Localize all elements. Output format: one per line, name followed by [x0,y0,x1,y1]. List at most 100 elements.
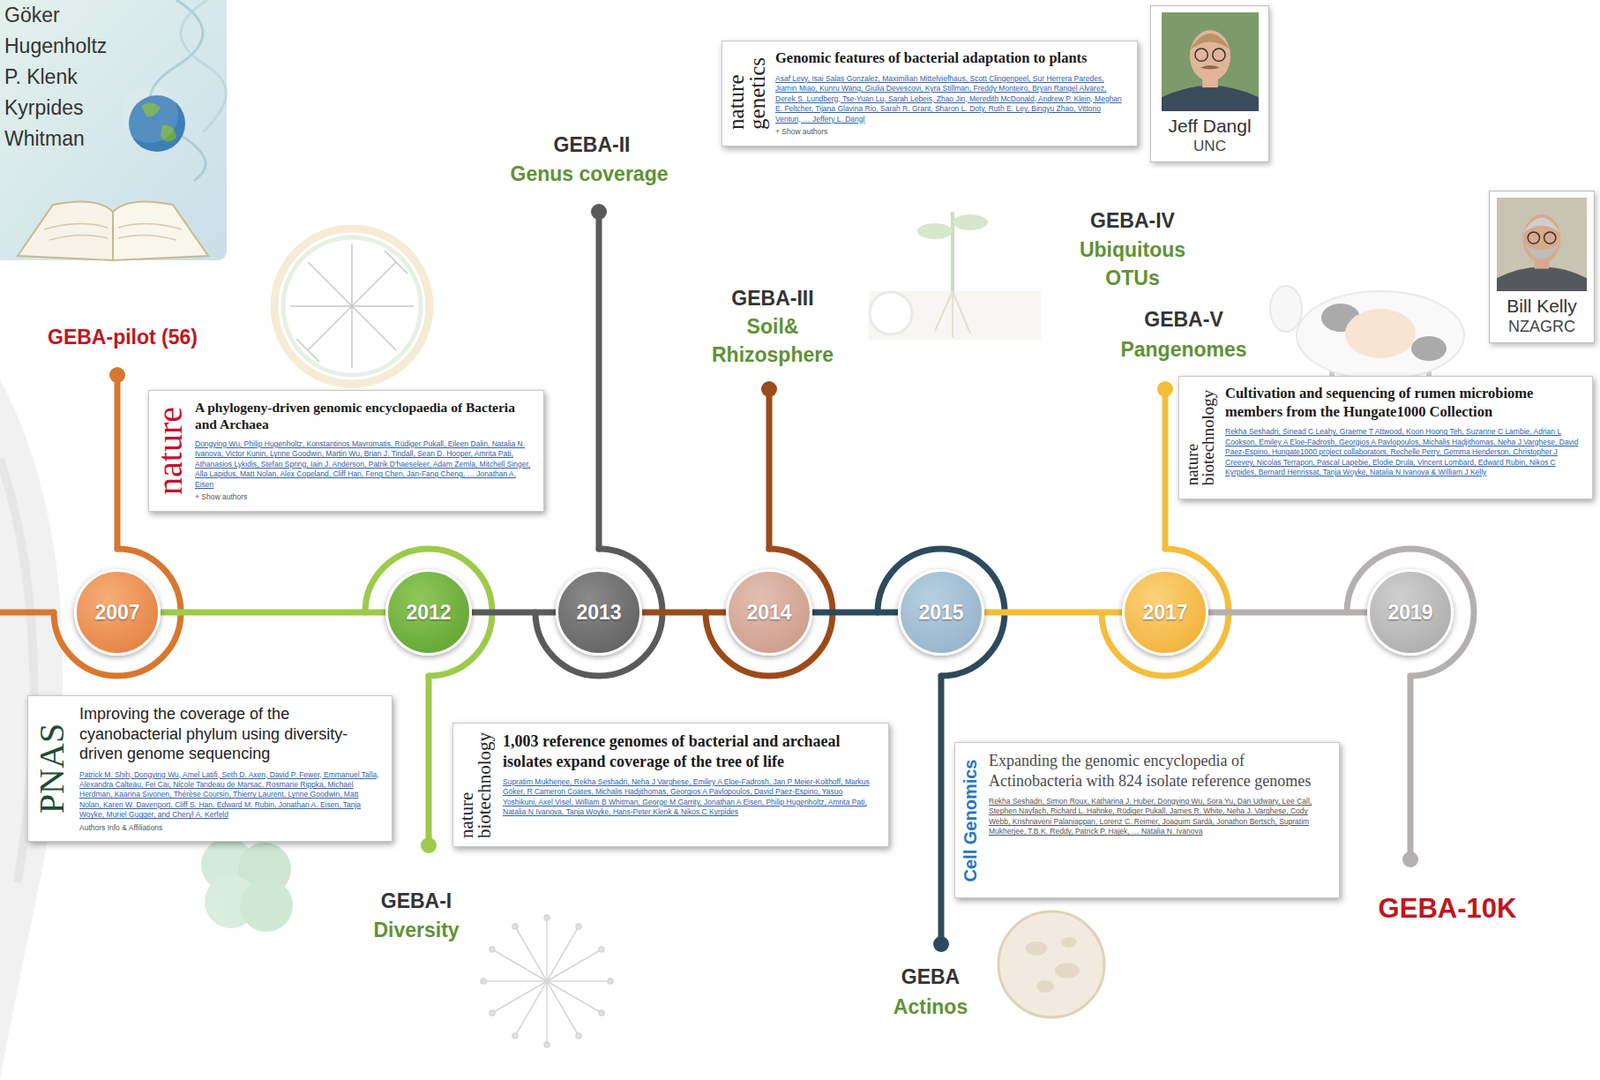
phase-focus: Soil& Rhizosphere [711,313,834,369]
year-text: 2015 [918,600,964,625]
paper-body: Improving the coverage of the cyanobacte… [75,695,392,841]
year-circle: 2007 [74,568,161,656]
timeline-segment [984,609,1122,616]
photo-face [1188,29,1230,82]
phylogenetic-tree-art [274,228,430,384]
author-name: Göker [4,0,227,31]
paper-authors: Rekha Seshadri, Simon Roux, Katharina J.… [988,796,1329,838]
journal-logo-column: nature [149,390,192,511]
phase-label: GEBA-pilot (56) [47,323,198,352]
timeline-rings-and-stems [0,211,1474,944]
journal-logo-column: nature biotechnology [453,723,500,846]
phase-label: GEBA [901,963,960,992]
paper-title: 1,003 reference genomes of bacterial and… [502,731,878,771]
year-text: 2014 [746,600,792,625]
portrait-card: Bill KellyNZAGRC [1488,190,1595,344]
photo-hair [1188,33,1230,50]
photo-hair [1523,217,1562,233]
year-circle: 2012 [385,568,472,656]
photo-glasses [1194,48,1207,61]
year-circle: 2014 [725,568,813,656]
year-text: 2012 [405,600,451,625]
author-name: Hugenholtz [4,30,227,62]
author-name: P. Klenk [4,61,227,93]
timeline-segment [1208,609,1368,616]
paper-title: Improving the coverage of the cyanobacte… [79,703,382,764]
year-text: 2019 [1387,600,1433,625]
journal-logo: nature genetics [725,57,769,130]
photo-glasses [1544,231,1556,244]
paper-body: Expanding the genomic encyclopedia of Ac… [985,742,1339,898]
paper-authors: Patrick M. Shih, Dongying Wu, Amel Latif… [79,770,382,821]
photo-glasses [1527,231,1540,244]
author-link: Authors Info & Affiliations [79,822,382,833]
author-link: + Show authors [775,127,1127,137]
book-cover-art [0,0,227,261]
actinobacteria-cell-art [998,911,1105,1017]
timeline-segment [812,609,898,616]
year-circle: 2013 [555,568,643,656]
journal-logo: nature biotechnology [458,731,494,838]
timeline-segment [160,609,386,616]
phase-label: GEBA-II [553,131,631,160]
journal-logo-column: PNAS [28,695,76,841]
phase-label: GEBA-IV [1090,207,1175,236]
paper-card: nature biotechnology1,003 reference geno… [452,722,890,847]
phase-focus: Diversity [373,916,459,945]
paper-card: natureA phylogeny-driven genomic encyclo… [148,389,545,512]
journal-logo: nature biotechnology [1184,389,1217,486]
journal-logo-column: nature biotechnology [1179,376,1222,499]
person-name: Bill Kelly [1506,294,1577,317]
phase-focus: Actinos [893,993,968,1022]
paper-body: A phylogeny-driven genomic encyclopaedia… [191,390,544,511]
photo-beard [1525,244,1560,260]
paper-body: 1,003 reference genomes of bacterial and… [499,723,889,846]
paper-card: nature biotechnologyCultivation and sequ… [1178,375,1593,500]
year-text: 2017 [1142,600,1188,625]
year-circle: 2017 [1121,568,1209,656]
phase-focus: Genus coverage [510,160,669,189]
portrait-card: Jeff DanglUNC [1150,5,1270,163]
journal-logo-column: Cell Genomics [955,742,986,898]
author-link: + Show authors [194,492,533,502]
phase-label: GEBA-I [381,887,453,916]
paper-title: Cultivation and sequencing of rumen micr… [1225,384,1582,421]
phase-focus: Ubiquitous OTUs [1079,236,1186,292]
phase-label: GEBA-V [1143,306,1223,335]
author-name: Whitman [4,123,227,155]
phase-label: GEBA-III [731,284,814,314]
paper-title: Expanding the genomic encyclopedia of Ac… [988,750,1329,791]
paper-card: nature geneticsGenomic features of bacte… [721,40,1138,147]
timeline-segment [471,609,556,616]
book-cover: GökerHugenholtzP. KlenkKyrpidesWhitman [0,0,227,261]
phase-focus: Pangenomes [1120,336,1247,365]
portrait-photo [1496,197,1587,292]
person-name: Jeff Dangl [1167,114,1251,137]
year-circle: 2019 [1367,568,1454,656]
person-affiliation: NZAGRC [1508,317,1576,337]
photo-shoulders [1161,85,1259,112]
photo-face [1523,214,1562,263]
paper-title: A phylogeny-driven genomic encyclopaedia… [194,398,533,434]
portrait-photo [1161,12,1259,112]
photo-mustache [1200,65,1220,69]
paper-authors: Supratim Mukherjee, Rekha Seshadri, Neha… [502,777,878,818]
paper-card: PNAS Improving the coverage of the cyanob… [27,695,393,842]
paper-authors: Dongying Wu, Philip Hugenholtz, Konstant… [194,439,533,490]
journal-logo: PNAS [35,723,69,814]
paper-body: Cultivation and sequencing of rumen micr… [1221,376,1593,499]
journal-logo: Cell Genomics [962,758,980,882]
timeline-segment [642,609,726,616]
person-affiliation: UNC [1193,137,1227,156]
paper-authors: Rekha Seshadri, Sinead C Leahy, Graeme T… [1225,426,1582,478]
paper-body: Genomic features of bacterial adaptation… [771,41,1137,146]
photo-shoulders [1496,266,1587,292]
cyanobacteria-cells-art [201,837,293,932]
photo-glasses [1211,48,1225,61]
paper-authors: Asaf Levy, Isai Salas Gonzalez, Maximili… [775,74,1127,125]
year-text: 2007 [94,600,140,625]
photo-background [1161,12,1259,112]
radial-tree-art [480,914,614,1047]
year-circle: 2015 [897,568,985,656]
